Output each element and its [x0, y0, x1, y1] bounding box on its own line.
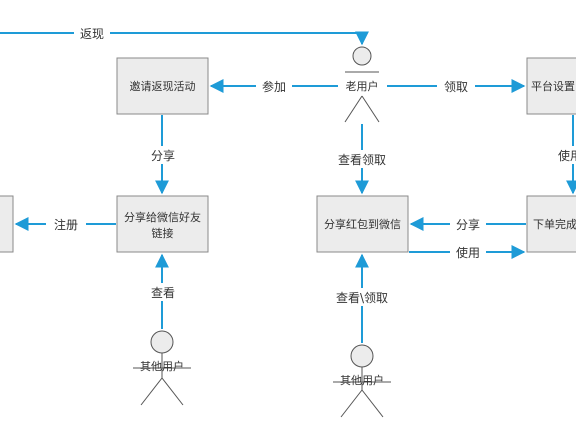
- edge-share-mid-label: 分享: [456, 217, 480, 232]
- actor-other-user-right-label: 其他用户: [340, 373, 384, 387]
- node-share-wechat-friend-label: 分享给微信好友: [124, 210, 201, 224]
- node-left-offscreen: [0, 195, 14, 253]
- node-invite-activity-label: 邀请返现活动: [130, 79, 196, 93]
- node-platform-settings: 平台设置: [526, 57, 576, 115]
- node-share-redpacket: 分享红包到微信: [316, 195, 409, 253]
- actor-other-user-left-label: 其他用户: [140, 359, 184, 373]
- edge-cashback-label: 返现: [80, 27, 104, 41]
- edge-claim-label: 领取: [444, 80, 468, 94]
- actor-old-user-label: 老用户: [346, 79, 379, 93]
- actor-other-user-right: 其他用户: [333, 344, 391, 418]
- node-share-redpacket-label: 分享红包到微信: [324, 217, 401, 231]
- edge-view-label: 查看: [151, 286, 175, 300]
- node-invite-activity: 邀请返现活动: [116, 57, 209, 115]
- node-place-order-label: 下单完成: [533, 217, 576, 231]
- node-place-order: 下单完成: [526, 195, 576, 253]
- edge-register-label: 注册: [54, 217, 78, 232]
- node-share-wechat-friend: 分享给微信好友 链接: [116, 195, 209, 253]
- actor-other-user-left: 其他用户: [133, 330, 191, 406]
- edge-use-top-label: 使用: [558, 148, 576, 163]
- node-platform-settings-label: 平台设置: [531, 79, 575, 93]
- edge-view-or-claim-label: 查看\领取: [336, 291, 388, 305]
- edge-share-top-label: 分享: [151, 148, 175, 163]
- edge-use-mid-label: 使用: [456, 245, 480, 260]
- node-share-wechat-friend-label-line2: 链接: [152, 226, 174, 240]
- edge-join-label: 参加: [262, 79, 286, 94]
- edge-view-claim-label: 查看领取: [338, 153, 386, 167]
- actor-old-user: 老用户: [344, 46, 380, 123]
- edge-cashback: [0, 31, 369, 46]
